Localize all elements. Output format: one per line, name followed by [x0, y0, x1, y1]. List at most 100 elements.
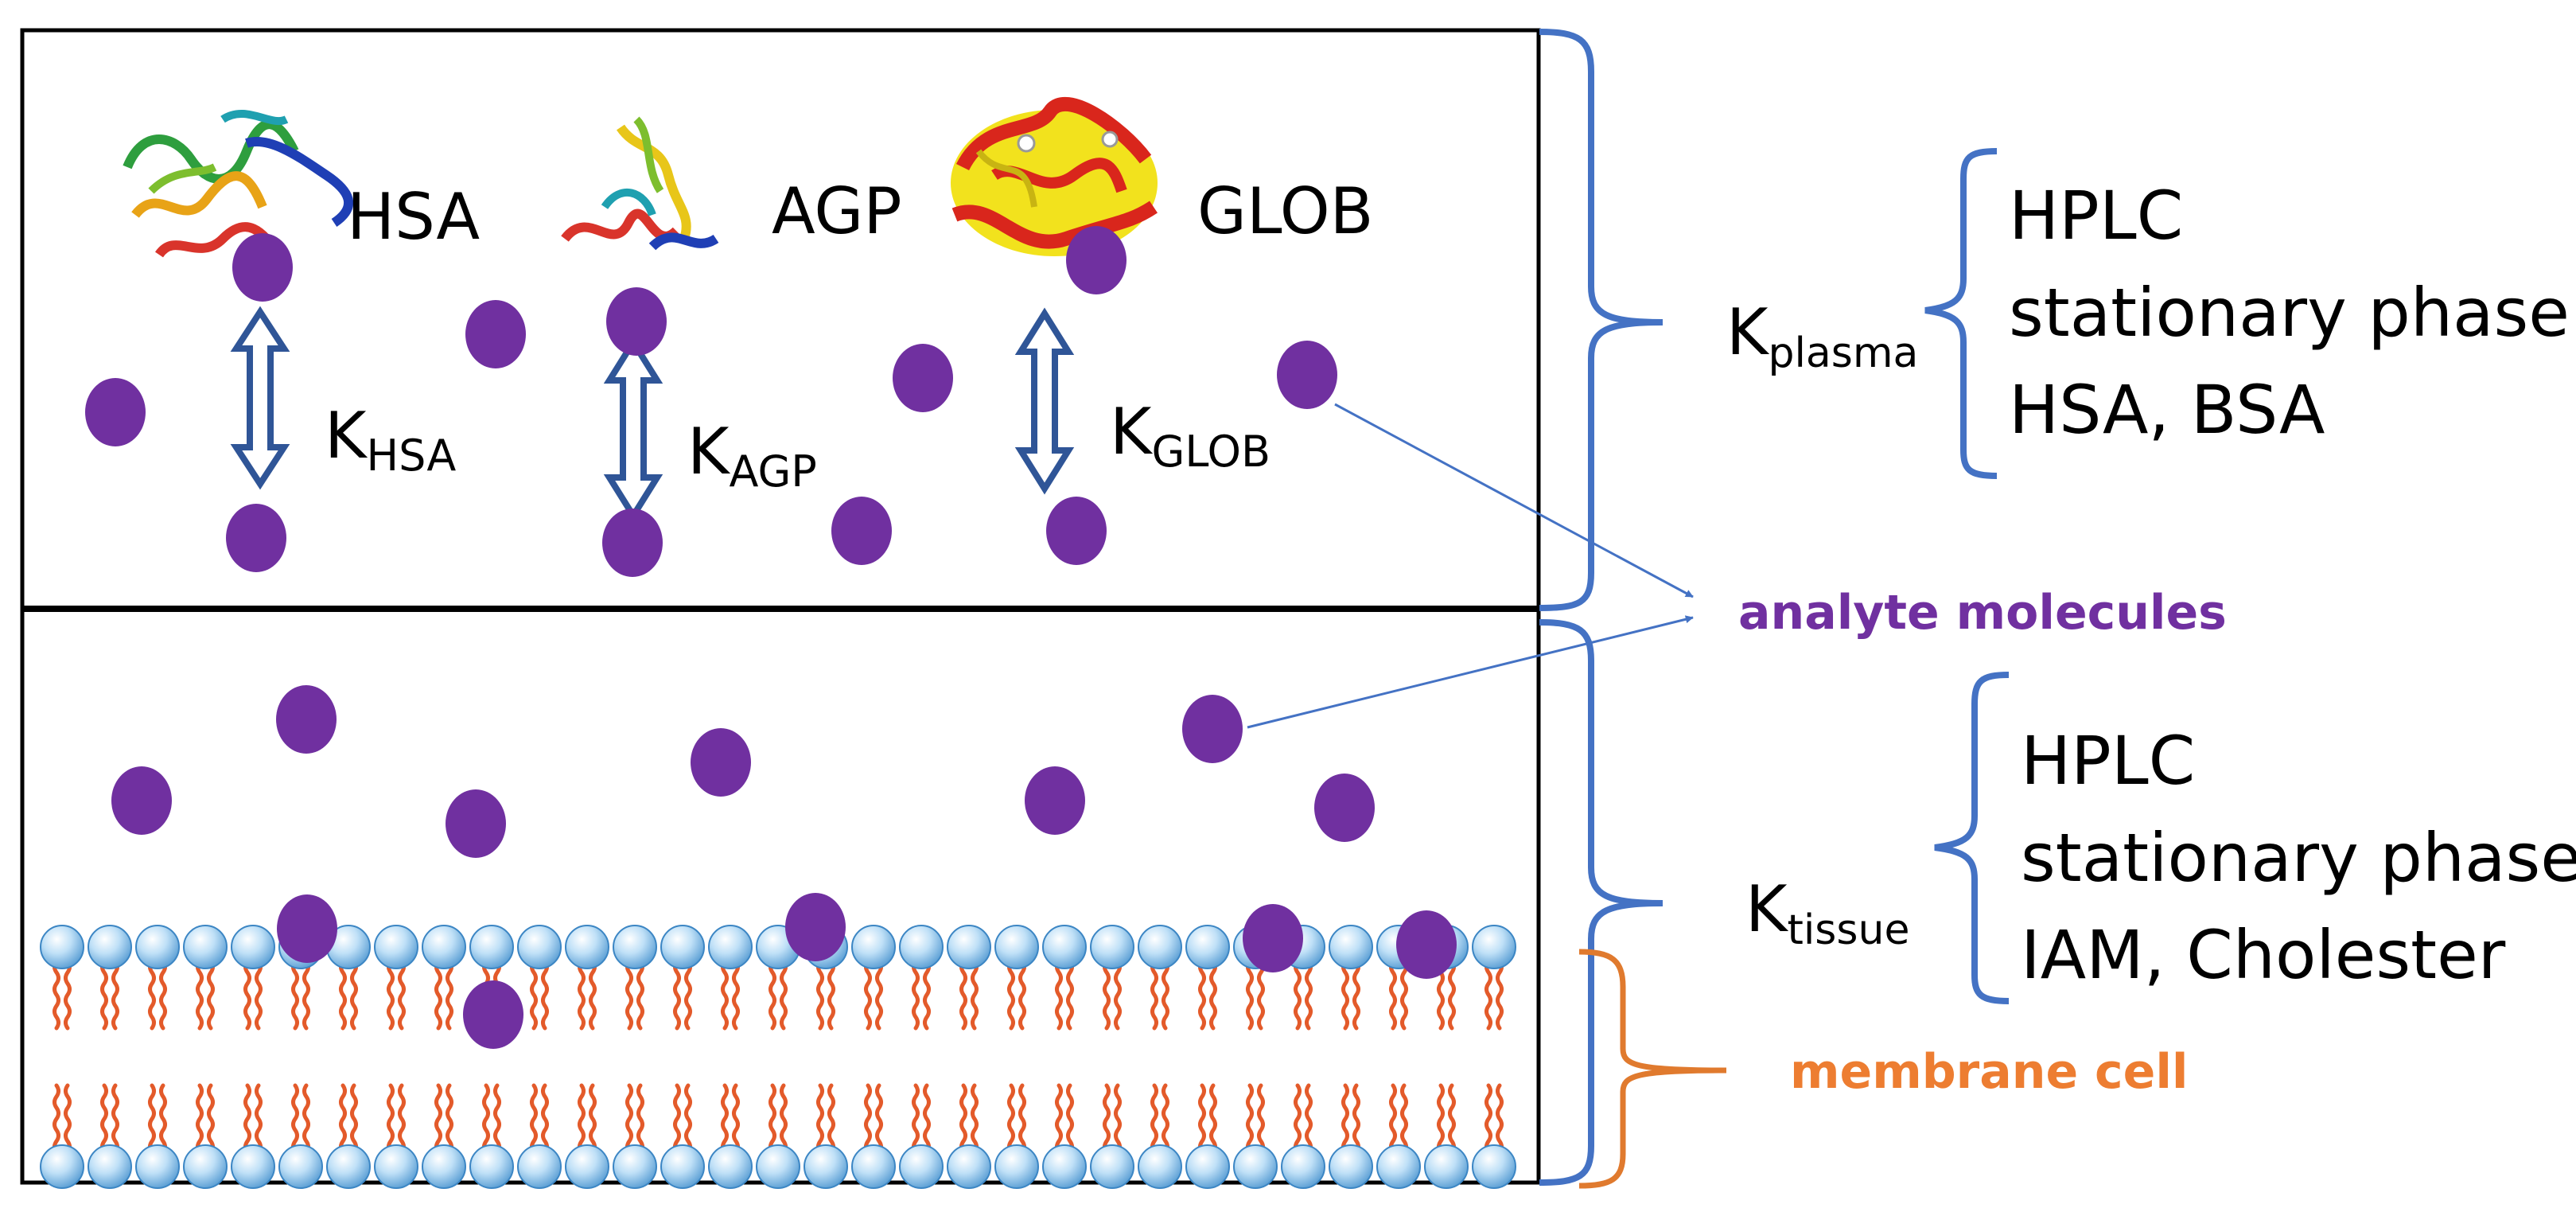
lipid-head — [947, 1144, 991, 1189]
protein-label-glob: GLOB — [1197, 174, 1374, 248]
plasma-hplc-line-2: stationary phase — [2009, 274, 2570, 352]
lipid-head — [851, 925, 896, 969]
protein-structure-icon — [951, 96, 1158, 256]
k-hsa-label: KHSA — [325, 399, 456, 481]
lipid-head — [517, 925, 562, 969]
plasma-brace-icon — [1539, 29, 1664, 611]
lipid-head — [88, 925, 132, 969]
lipid-head — [660, 1144, 705, 1189]
lipid-head — [1424, 1144, 1469, 1189]
membrane-brace-icon — [1578, 949, 1727, 1189]
plasma-hplc-line-1: HPLC — [2009, 177, 2183, 255]
analyte-molecule — [85, 378, 146, 446]
double-arrow-icon — [1014, 307, 1075, 495]
lipid-head — [135, 1144, 180, 1189]
lipid-head — [40, 1144, 84, 1189]
lipid-head — [1233, 1144, 1278, 1189]
lipid-head — [1185, 1144, 1230, 1189]
tissue-brace-icon — [1539, 619, 1664, 1186]
tissue-hplc-line-3: IAM, Cholester — [2021, 916, 2506, 994]
analyte-molecules — [85, 226, 1457, 1049]
analyte-molecule — [691, 728, 751, 797]
lipid-head — [422, 925, 466, 969]
tissue-hplc-brace-icon — [1934, 672, 2010, 1004]
lipid-head — [994, 1144, 1039, 1189]
analyte-molecule — [785, 893, 846, 961]
analyte-molecule — [1182, 695, 1243, 763]
lipid-head — [1281, 1144, 1325, 1189]
analyte-molecule — [226, 504, 286, 572]
lipid-head — [899, 1144, 944, 1189]
k-tissue-label: Ktissue — [1745, 872, 1909, 954]
analyte-molecule — [277, 894, 337, 963]
analyte-pointer-arrow — [1247, 615, 1694, 729]
lipid-head — [660, 925, 705, 969]
analyte-molecule — [463, 980, 523, 1049]
analyte-molecule — [232, 233, 293, 302]
lipid-head — [231, 925, 275, 969]
lipid-head — [135, 925, 180, 969]
analyte-molecule — [606, 287, 667, 356]
lipid-head — [374, 925, 418, 969]
protein-label-hsa: HSA — [347, 180, 480, 254]
lipid-bilayer-icon — [40, 925, 1516, 1189]
lipid-head — [1138, 1144, 1182, 1189]
lipid-head — [899, 925, 944, 969]
analyte-molecule — [602, 509, 663, 577]
tissue-panel — [20, 607, 1541, 1185]
lipid-head — [804, 1144, 848, 1189]
lipid-head — [278, 1144, 323, 1189]
plasma-hplc-line-3: HSA, BSA — [2009, 371, 2325, 449]
k-glob-label: KGLOB — [1110, 395, 1270, 477]
analyte-molecule — [1396, 910, 1457, 979]
membrane-cell-label: membrane cell — [1790, 1044, 2188, 1100]
lipid-head — [708, 1144, 753, 1189]
lipid-head — [1472, 925, 1516, 969]
lipid-head — [1185, 925, 1230, 969]
lipid-head — [469, 1144, 514, 1189]
analyte-molecule — [1066, 226, 1127, 294]
lipid-head — [469, 925, 514, 969]
analyte-molecule — [111, 766, 172, 835]
tissue-hplc-line-1: HPLC — [2021, 722, 2195, 800]
analyte-molecule — [1277, 341, 1337, 409]
lipid-head — [1472, 1144, 1516, 1189]
lipid-head — [422, 1144, 466, 1189]
analyte-molecule — [893, 344, 953, 412]
lipid-head — [613, 1144, 657, 1189]
lipid-head — [517, 1144, 562, 1189]
lipid-head — [1042, 925, 1087, 969]
analyte-pointer-arrow — [1334, 403, 1694, 598]
lipid-head — [708, 925, 753, 969]
lipid-head — [1329, 1144, 1373, 1189]
analyte-molecule — [1243, 904, 1303, 972]
protein-structure-icon — [123, 109, 354, 258]
lipid-head — [1138, 925, 1182, 969]
lipid-head — [565, 1144, 609, 1189]
lipid-head — [374, 1144, 418, 1189]
double-arrow-icon — [230, 306, 290, 490]
lipid-head — [183, 1144, 228, 1189]
analyte-molecule — [1025, 766, 1085, 835]
lipid-head — [88, 1144, 132, 1189]
plasma-hplc-brace-icon — [1924, 148, 1998, 479]
lipid-head — [756, 1144, 800, 1189]
analyte-molecule — [276, 685, 337, 754]
lipid-head — [565, 925, 609, 969]
protein-label-agp: AGP — [772, 174, 902, 248]
lipid-head — [1090, 925, 1134, 969]
lipid-head — [231, 1144, 275, 1189]
analyte-molecule — [1046, 497, 1107, 565]
lipid-head — [1376, 1144, 1421, 1189]
lipid-head — [183, 925, 228, 969]
k-plasma-label: Kplasma — [1726, 295, 1918, 377]
protein-structure-icon — [561, 116, 719, 251]
analyte-molecules-label: analyte molecules — [1738, 585, 2227, 641]
analyte-molecule — [446, 789, 506, 858]
tissue-hplc-line-2: stationary phase — [2021, 819, 2576, 897]
lipid-head — [40, 925, 84, 969]
lipid-head — [613, 925, 657, 969]
analyte-molecule — [1314, 774, 1375, 842]
lipid-head — [1090, 1144, 1134, 1189]
analyte-molecule — [831, 497, 892, 565]
